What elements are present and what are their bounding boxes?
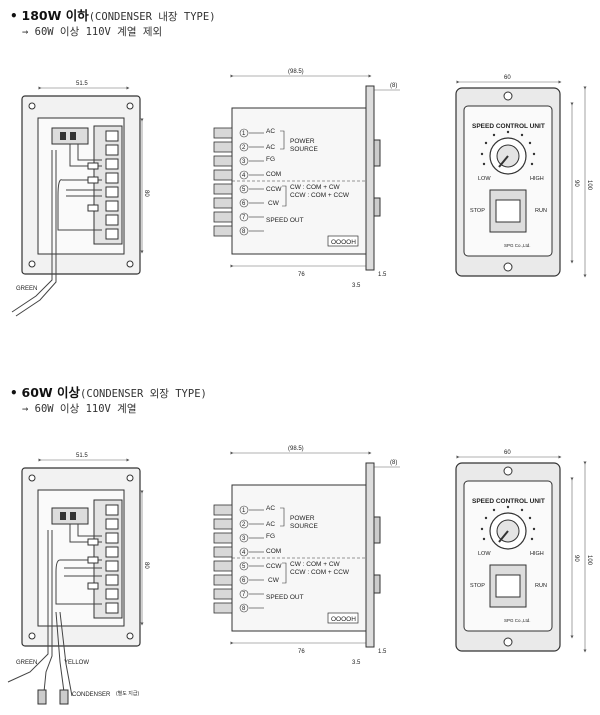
- label2-cw-rule: CW : COM + CW: [290, 561, 341, 568]
- label-com: COM: [266, 171, 281, 178]
- terminal2-7: 7: [242, 592, 246, 598]
- label-ac1: AC: [266, 128, 275, 135]
- front-high: HIGH: [530, 176, 544, 182]
- section1-heading: • 180W 이하(CONDENSER 내장 TYPE): [10, 5, 216, 24]
- terminal-8: 8: [242, 229, 246, 235]
- side2-dim-35: 3.5: [352, 660, 361, 666]
- wiring-green-label: GREEN: [16, 286, 37, 292]
- front2-low: LOW: [478, 551, 491, 557]
- label2-power2: SOURCE: [290, 523, 318, 530]
- front-stop: STOP: [470, 208, 485, 214]
- section2-title-note: (CONDENSER 외장 TYPE): [80, 388, 207, 400]
- terminal2-1: 1: [242, 508, 246, 514]
- label2-com: COM: [266, 548, 281, 555]
- label-power2: SOURCE: [290, 146, 318, 153]
- terminal2-5: 5: [242, 564, 246, 570]
- label2-fg: FG: [266, 533, 275, 540]
- label2-speed-out: SPEED OUT: [266, 594, 304, 601]
- terminal-7: 7: [242, 215, 246, 221]
- front-view-bottom: 60 100 90 SPEED CONTROL UNIT LOW HIGH ST…: [455, 450, 592, 653]
- label2-ccw: CCW: [266, 563, 282, 570]
- front2-brand: SPG Co.,Ltd.: [504, 618, 531, 623]
- side-dim-35: 3.5: [352, 283, 361, 289]
- side2-label-box: OOOOH: [331, 616, 356, 623]
- label2-power1: POWER: [290, 515, 315, 522]
- side-view-top: (98.5) (8) 76 1.5 3.5 1 2: [213, 69, 400, 289]
- label-power1: POWER: [290, 138, 315, 145]
- front-low: LOW: [478, 176, 491, 182]
- front2-h-outer: 100: [586, 555, 592, 566]
- side-top-dim: (98.5): [288, 69, 304, 75]
- front-brand: SPG Co.,Ltd.: [504, 243, 531, 248]
- section1-bullet: •: [10, 9, 18, 23]
- section2-bullet: •: [10, 386, 18, 400]
- label2-ccw-rule: CCW : COM + CCW: [290, 569, 350, 576]
- front-view-top: 60 100 90 SPEED CONTROL UNIT LOW HIGH ST…: [455, 75, 592, 278]
- section1-title-note: (CONDENSER 내장 TYPE): [88, 11, 216, 23]
- label-ccw-rule: CCW : COM + CCW: [290, 192, 350, 199]
- terminal-2: 2: [242, 145, 246, 151]
- wiring2-condenser-note: (별도 지급): [116, 690, 139, 697]
- side2-top-dim: (98.5): [288, 446, 304, 452]
- label2-ac2: AC: [266, 521, 275, 528]
- front-title: SPEED CONTROL UNIT: [472, 123, 545, 130]
- front-run: RUN: [535, 208, 547, 214]
- wiring-width-dim: 51.5: [76, 81, 88, 87]
- terminal-1: 1: [242, 131, 246, 137]
- label-ccw: CCW: [266, 186, 282, 193]
- terminal-6: 6: [242, 201, 246, 207]
- terminal2-8: 8: [242, 606, 246, 612]
- terminal2-6: 6: [242, 578, 246, 584]
- wiring2-green-label: GREEN: [16, 660, 37, 666]
- front2-h-inner: 90: [573, 555, 579, 562]
- front2-title: SPEED CONTROL UNIT: [472, 498, 545, 505]
- label-cw-rule: CW : COM + CW: [290, 184, 341, 191]
- label2-ac1: AC: [266, 505, 275, 512]
- section1-title: 180W 이하: [21, 8, 89, 23]
- section1-subline: → 60W 이상 110V 계열 제외: [22, 26, 163, 38]
- side2-bottom-dim: 76: [298, 649, 305, 655]
- terminal-5: 5: [242, 187, 246, 193]
- wiring2-condenser-label: CONDENSER: [72, 692, 111, 698]
- section2-heading: • 60W 이상(CONDENSER 외장 TYPE): [10, 382, 207, 401]
- wiring-height-dim: 80: [143, 190, 149, 197]
- wiring2-height-dim: 80: [143, 562, 149, 569]
- wiring2-yellow-label: YELLOW: [64, 660, 89, 666]
- side-dim-15: 1.5: [378, 272, 387, 278]
- terminal2-4: 4: [242, 550, 246, 556]
- wiring-view-top: 51.5 80: [11, 81, 149, 317]
- front-h-inner: 90: [573, 180, 579, 187]
- terminal-4: 4: [242, 173, 246, 179]
- label-fg: FG: [266, 156, 275, 163]
- label2-cw: CW: [268, 577, 280, 584]
- section2-title: 60W 이상: [21, 385, 81, 400]
- label-ac2: AC: [266, 144, 275, 151]
- terminal2-3: 3: [242, 536, 246, 542]
- label-cw: CW: [268, 200, 280, 207]
- front-h-outer: 100: [586, 180, 592, 191]
- front2-width-dim: 60: [504, 450, 511, 456]
- side2-right-dim: (8): [390, 460, 397, 466]
- terminal-3: 3: [242, 159, 246, 165]
- side-view-bottom: (98.5) (8) 76 1.5 3.5 1 2 3 4: [213, 446, 400, 666]
- front2-stop: STOP: [470, 583, 485, 589]
- side2-dim-15: 1.5: [378, 649, 387, 655]
- side-right-dim: (8): [390, 83, 397, 89]
- front-width-dim: 60: [504, 75, 511, 81]
- wiring-view-bottom: 51.5 80 G: [7, 453, 149, 705]
- section2-subline: → 60W 이상 110V 계열: [22, 403, 137, 415]
- front2-run: RUN: [535, 583, 547, 589]
- label-speed-out: SPEED OUT: [266, 217, 304, 224]
- wiring2-width-dim: 51.5: [76, 453, 88, 459]
- front2-high: HIGH: [530, 551, 544, 557]
- side-bottom-dim: 76: [298, 272, 305, 278]
- terminal2-2: 2: [242, 522, 246, 528]
- side-label-box: OOOOH: [331, 239, 356, 246]
